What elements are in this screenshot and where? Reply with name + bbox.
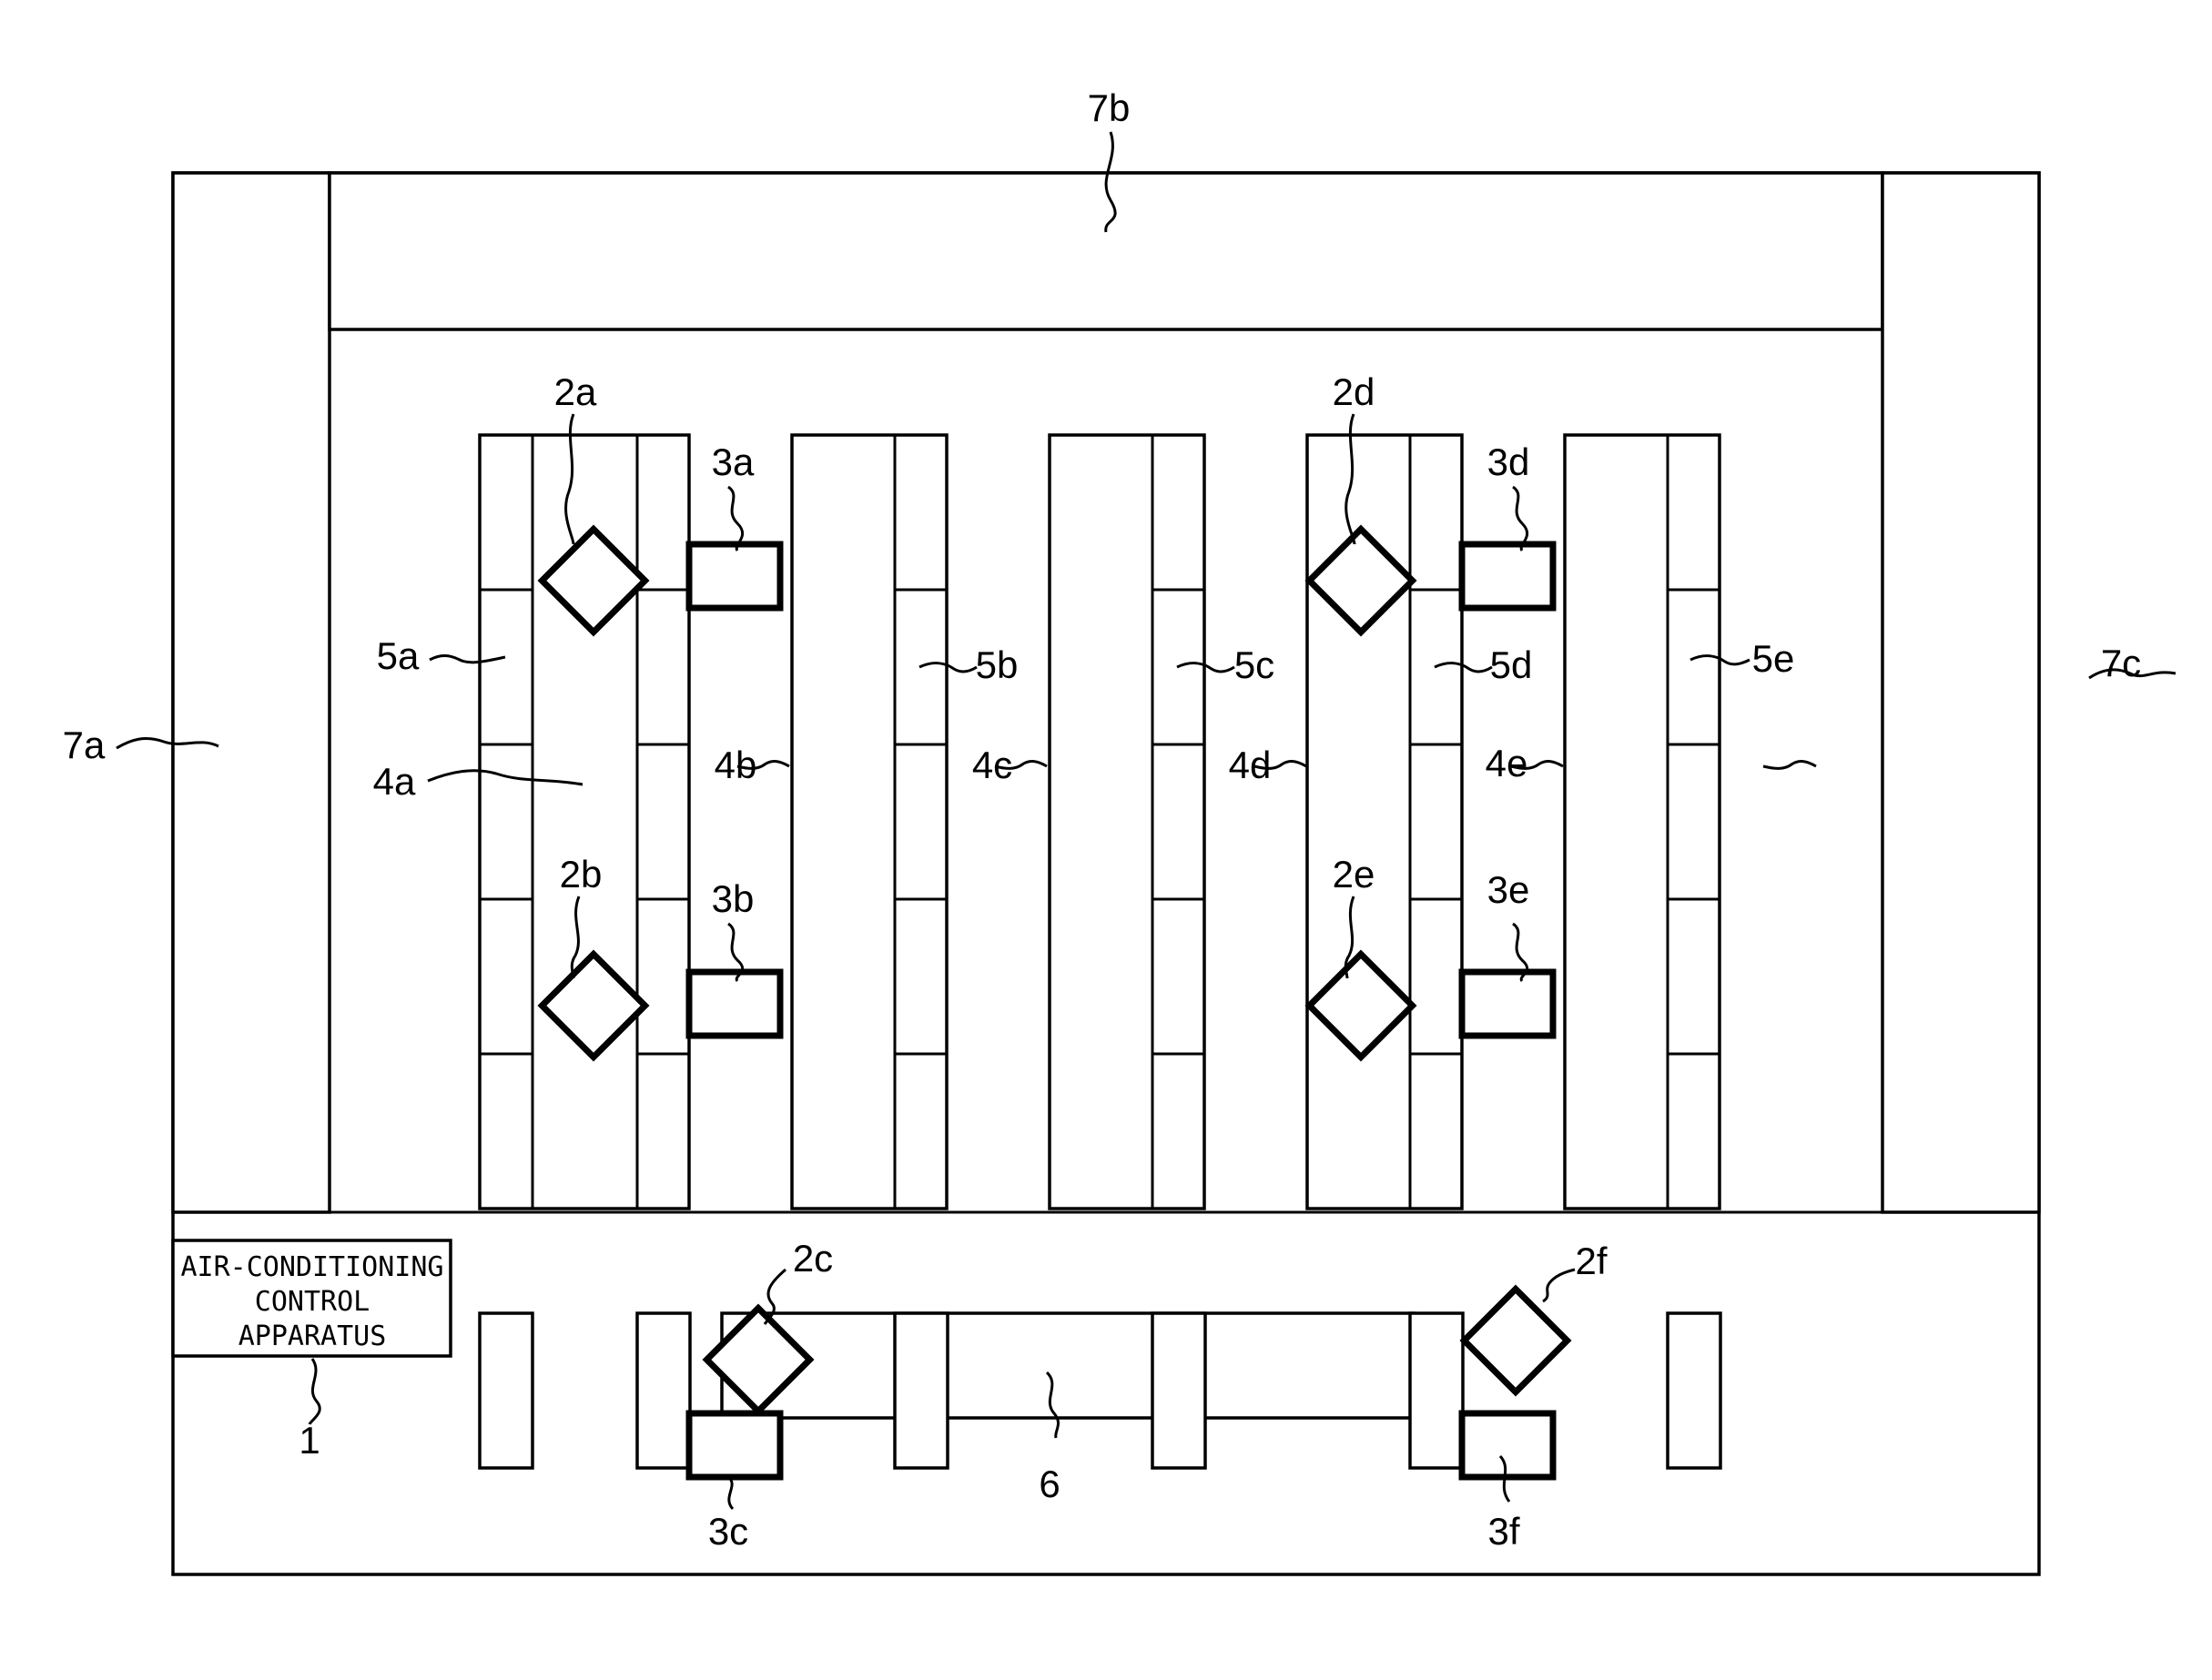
control-box-line1: AIR-CONDITIONING <box>181 1251 444 1283</box>
label-6: 6 <box>1039 1462 1060 1505</box>
label-5e: 5e <box>1752 637 1795 680</box>
label-4e: 4e <box>1486 742 1528 784</box>
label-5d: 5d <box>1490 643 1533 686</box>
label-5c: 5c <box>1234 643 1274 686</box>
duct-6 <box>722 1313 1414 1418</box>
label-1: 1 <box>299 1419 320 1462</box>
post-block <box>1410 1313 1463 1468</box>
ac-unit-3a <box>689 544 780 608</box>
label-5a: 5a <box>377 634 420 677</box>
post-block <box>1668 1313 1720 1468</box>
label-3c: 3c <box>708 1510 748 1553</box>
label-3d: 3d <box>1487 440 1530 483</box>
rack-row-4e <box>1565 435 1720 1209</box>
label-4a: 4a <box>373 760 416 803</box>
zone-7b <box>330 173 1882 329</box>
label-4d: 4d <box>1229 744 1272 786</box>
post-block <box>1152 1313 1205 1468</box>
label-2a: 2a <box>554 370 597 413</box>
label-5b: 5b <box>976 643 1019 686</box>
ac-unit-3e <box>1462 972 1553 1036</box>
label-7a: 7a <box>63 724 106 766</box>
label-2f: 2f <box>1575 1240 1607 1282</box>
post-block <box>637 1313 690 1468</box>
control-box-line3: APPARATUS <box>238 1321 387 1352</box>
zone-7a <box>173 173 330 1212</box>
label-3e: 3e <box>1487 868 1530 911</box>
label-7b: 7b <box>1088 86 1131 129</box>
post-block <box>480 1313 533 1468</box>
control-box-line2: CONTROL <box>255 1286 370 1318</box>
rack-row-4c <box>1050 435 1204 1209</box>
label-2b: 2b <box>560 853 603 896</box>
ac-unit-3f <box>1462 1413 1553 1477</box>
label-7c: 7c <box>2101 642 2141 684</box>
label-2e: 2e <box>1333 853 1375 896</box>
label-3b: 3b <box>712 877 755 920</box>
label-2d: 2d <box>1333 370 1375 413</box>
label-4c: 4c <box>972 744 1012 786</box>
label-3a: 3a <box>712 440 755 483</box>
label-4b: 4b <box>715 744 757 786</box>
label-3f: 3f <box>1487 1510 1519 1553</box>
ac-unit-3d <box>1462 544 1553 608</box>
ac-unit-3b <box>689 972 780 1036</box>
post-block <box>895 1313 948 1468</box>
ac-unit-3c <box>689 1413 780 1477</box>
label-2c: 2c <box>793 1237 833 1280</box>
rack-row-4b <box>792 435 947 1209</box>
zone-7c <box>1882 173 2039 1212</box>
